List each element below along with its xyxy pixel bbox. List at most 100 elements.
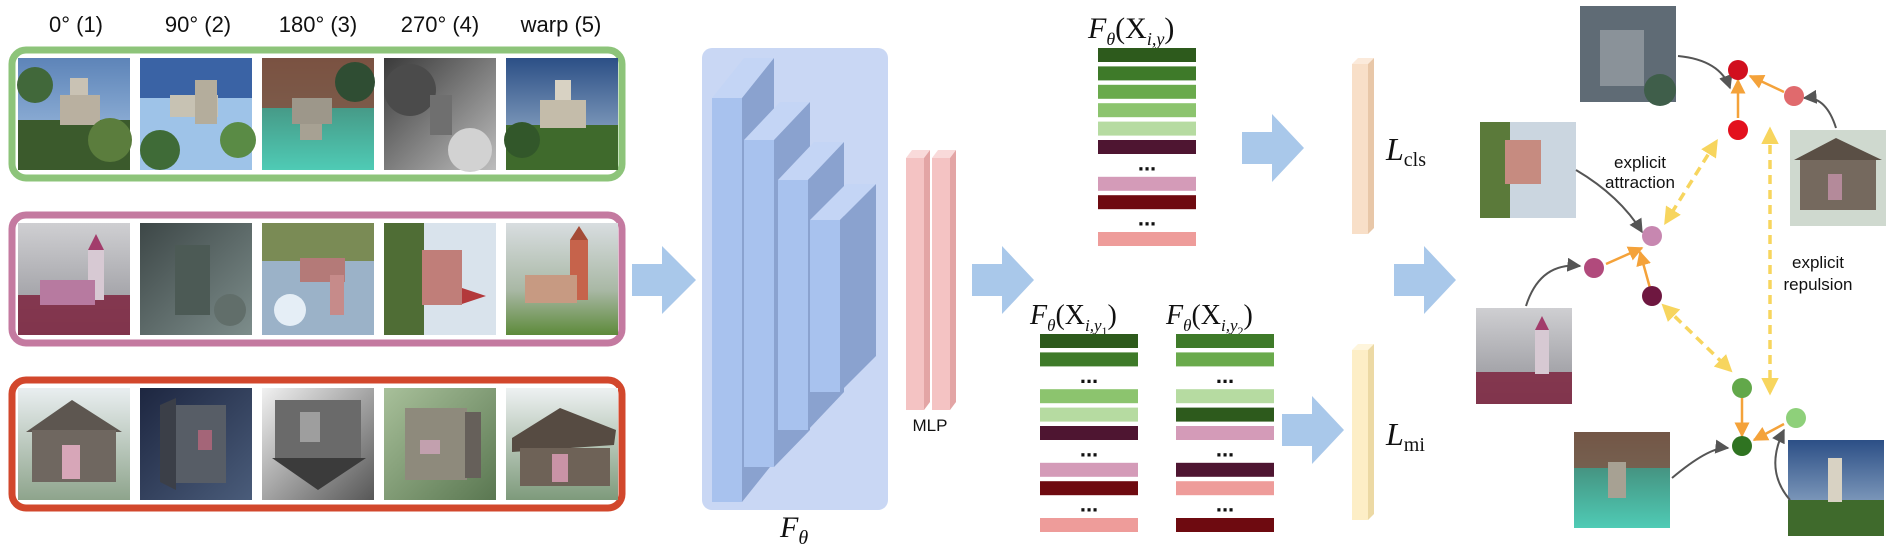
- bottom-left-feature-bar: [1040, 334, 1138, 348]
- castle-warp-thumb: [504, 58, 618, 170]
- top-feature-bar: [1098, 66, 1196, 81]
- arrow-to-loss-cls: [1242, 114, 1304, 182]
- cabin-rot270-thumb: [384, 388, 496, 500]
- bottom-right-feature-ellipsis: ...: [1216, 436, 1234, 461]
- top-feature-ellipsis: ...: [1138, 150, 1156, 175]
- annotation-repulsion-line1: explicit: [1792, 253, 1844, 272]
- church-warp-thumb: [506, 223, 618, 335]
- cabin-warp-thumb: [506, 388, 618, 500]
- top-feature-bar: [1098, 140, 1196, 154]
- bottom-feature-right-label: Fθ(Xi,y2): [1165, 300, 1253, 338]
- bottom-right-feature-bars: .........: [1176, 334, 1274, 532]
- arrow-to-loss-mi: [1282, 396, 1344, 464]
- church-rot270-thumb: [384, 223, 496, 335]
- bottom-left-feature-ellipsis: ...: [1080, 436, 1098, 461]
- node-pink-center: [1642, 226, 1662, 246]
- bottom-right-feature-ellipsis: ...: [1216, 492, 1234, 517]
- bottom-left-feature-ellipsis: ...: [1080, 492, 1098, 517]
- node-red-top: [1728, 60, 1748, 80]
- castle-rot180-thumb: [262, 58, 375, 170]
- embed-thumb-cabin: [1790, 130, 1886, 226]
- arrow-to-embedding: [1394, 246, 1456, 314]
- bottom-left-feature-bar: [1040, 352, 1138, 367]
- bottom-right-feature-bar: [1176, 462, 1274, 477]
- node-purple-dark: [1642, 286, 1662, 306]
- column-headers: 0° (1) 90° (2) 180° (3) 270° (4) warp (5…: [49, 12, 601, 37]
- node-green-light: [1786, 408, 1806, 428]
- top-feature-bar: [1098, 84, 1196, 99]
- bottom-left-feature-bars: .........: [1040, 334, 1138, 532]
- annotation-attraction-line2: attraction: [1605, 173, 1675, 192]
- node-green-dark: [1732, 436, 1752, 456]
- orange-arrow-greenlight-to-greendark: [1752, 422, 1785, 442]
- loss-mi-label: Lmi: [1385, 416, 1425, 456]
- attraction-arrow-bottom: [1661, 303, 1733, 373]
- mlp-label: MLP: [913, 416, 948, 435]
- bottom-right-feature-bar: [1176, 352, 1274, 367]
- image-rows: [8, 46, 626, 512]
- loss-cls: Lcls: [1352, 58, 1426, 234]
- embed-thumb-castle-teal: [1574, 432, 1670, 528]
- castle-rot0-thumb: [17, 58, 132, 170]
- cabin-rot180-thumb: [262, 388, 374, 500]
- top-feature-bar: [1098, 232, 1196, 246]
- cabin-rot90-thumb: [140, 388, 252, 500]
- bottom-right-feature-bar: [1176, 389, 1274, 404]
- embed-thumb-church-rot: [1480, 122, 1576, 218]
- bottom-left-feature-ellipsis: ...: [1080, 363, 1098, 388]
- attraction-arrow-top: [1664, 139, 1718, 225]
- encoder-layer-4: [810, 184, 876, 392]
- orange-arrow-redlight-to-redtop: [1748, 74, 1785, 94]
- link-castleblue-to-node: [1772, 428, 1791, 501]
- mlp-head: MLP: [906, 150, 956, 435]
- header-rotation-90: 90° (2): [165, 12, 231, 37]
- header-rotation-270: 270° (4): [401, 12, 480, 37]
- castle-thumbnails: [17, 58, 618, 172]
- header-rotation-0: 0° (1): [49, 12, 103, 37]
- annotation-attraction-line1: explicit: [1614, 153, 1666, 172]
- bottom-left-feature-bar: [1040, 389, 1138, 404]
- top-feature-label: Fθ(Xi,y): [1087, 12, 1174, 49]
- bottom-left-feature-bar: [1040, 462, 1138, 477]
- bottom-left-feature-bar: [1040, 426, 1138, 440]
- encoder-network: Fθ: [702, 48, 888, 545]
- castle-rot90-thumb: [140, 58, 256, 170]
- castle-rot270-thumb: [384, 58, 496, 172]
- church-rot0-thumb: [18, 223, 130, 335]
- orange-arrow-purple-to-center: [1605, 246, 1644, 266]
- bottom-right-feature-bar: [1176, 518, 1274, 532]
- node-red-light: [1784, 86, 1804, 106]
- node-red-mid: [1728, 120, 1748, 140]
- loss-mi: Lmi: [1352, 344, 1425, 520]
- top-feature-bars: ......: [1098, 48, 1196, 246]
- row-frame-church: [8, 211, 626, 347]
- top-feature-bar: [1098, 195, 1196, 210]
- cabin-rot0-thumb: [18, 388, 130, 500]
- bottom-right-feature-bar: [1176, 426, 1274, 440]
- loss-cls-label: Lcls: [1385, 131, 1426, 171]
- bottom-left-feature-bar: [1040, 518, 1138, 532]
- orange-arrow-dark-to-center: [1636, 250, 1652, 289]
- encoder-label: Fθ: [779, 511, 808, 545]
- bottom-right-feature-bar: [1176, 407, 1274, 422]
- top-feature-bar: [1098, 48, 1196, 62]
- embed-thumb-church-pink: [1476, 308, 1572, 404]
- top-feature-ellipsis: ...: [1138, 206, 1156, 231]
- embed-thumb-castle-blue: [1788, 440, 1884, 536]
- node-green-mid: [1732, 378, 1752, 398]
- link-castleteal-to-node: [1671, 439, 1730, 479]
- arrow-mlp-to-features: [972, 246, 1034, 314]
- bottom-left-feature-bar: [1040, 407, 1138, 422]
- node-purple-left: [1584, 258, 1604, 278]
- bottom-right-feature-ellipsis: ...: [1216, 363, 1234, 388]
- bottom-right-feature-bar: [1176, 334, 1274, 348]
- bottom-feature-left-label: Fθ(Xi,y1): [1029, 300, 1117, 338]
- church-rot180-thumb: [262, 223, 374, 335]
- bottom-right-feature-bar: [1176, 481, 1274, 496]
- top-feature-bar: [1098, 103, 1196, 118]
- top-feature-bar: [1098, 121, 1196, 136]
- cabin-thumbnails: [18, 388, 618, 500]
- link-churchrot-to-node: [1575, 169, 1643, 234]
- embedding-space: explicit attraction explicit repulsion: [1476, 6, 1886, 536]
